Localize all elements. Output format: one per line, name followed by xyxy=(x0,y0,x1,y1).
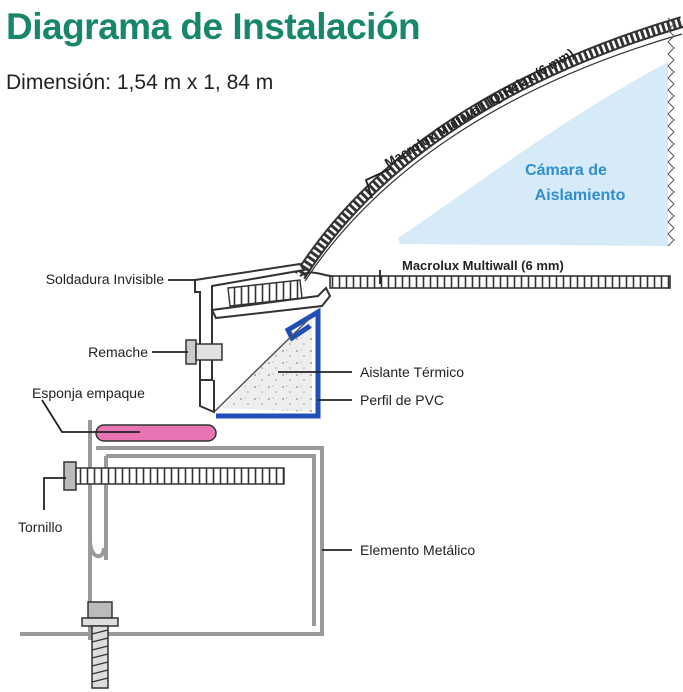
aluminum-profile xyxy=(194,262,306,381)
panel-torn-edge xyxy=(667,17,675,247)
leader-tornillo xyxy=(43,477,66,510)
flat-panel-curve-join xyxy=(299,271,333,277)
label-esponja: Esponja empaque xyxy=(32,385,145,401)
camara-aislamiento-area xyxy=(398,62,668,246)
perfil-pvc xyxy=(216,307,321,419)
bottom-screw-threads xyxy=(91,629,109,683)
aluminum-profile-lower-lip xyxy=(210,286,332,320)
curved-panel-cells xyxy=(296,18,683,279)
tornillo-head xyxy=(63,461,77,491)
flat-panel xyxy=(329,275,671,289)
esponja-empaque xyxy=(95,424,217,442)
bottom-screw-washer xyxy=(81,617,119,627)
diagram-title: Diagrama de Instalación xyxy=(6,6,421,47)
label-soldadura: Soldadura Invisible xyxy=(46,271,165,287)
camara-label-line2: Aislamiento xyxy=(535,187,626,204)
label-tornillo: Tornillo xyxy=(18,519,63,535)
label-elemento: Elemento Metálico xyxy=(360,542,475,558)
vertical-angle xyxy=(199,380,215,414)
panel-end-cells xyxy=(227,279,303,307)
elemento-metalico-outer xyxy=(20,420,324,640)
label-multiwall: Macrolux Multiwall (6 mm) xyxy=(402,258,564,273)
bottom-screw-head xyxy=(87,601,113,619)
leader-esponja xyxy=(41,399,140,433)
perfil-pvc-diagonal xyxy=(213,317,311,413)
tornillo-shaft xyxy=(75,467,285,485)
label-aislante: Aislante Térmico xyxy=(360,364,464,380)
label-remache: Remache xyxy=(88,344,148,360)
curved-panel-inner-line xyxy=(304,33,683,282)
leader-lines xyxy=(41,167,393,551)
elemento-metalico-hook xyxy=(88,539,106,559)
label-perfil: Perfil de PVC xyxy=(360,392,444,408)
leader-multiwall-iq xyxy=(364,167,393,199)
remache-body xyxy=(195,343,223,361)
camara-label-line1: Cámara de xyxy=(525,162,607,179)
dimension-subtitle: Dimensión: 1,54 m x 1, 84 m xyxy=(6,71,274,94)
